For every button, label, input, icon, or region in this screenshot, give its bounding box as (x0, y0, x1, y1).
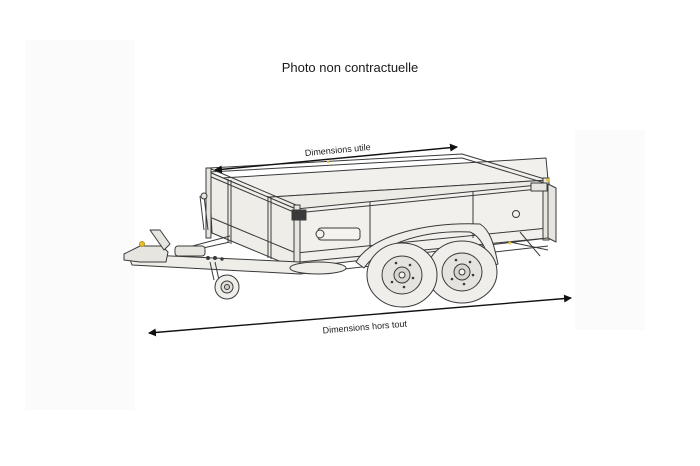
dimension-hors-tout-label: Dimensions hors tout (322, 319, 408, 336)
watermark-block (25, 40, 135, 410)
dimension-hors-tout: Dimensions hors tout (148, 294, 572, 337)
dimension-utile-arrow (214, 143, 458, 174)
coupling-head (123, 245, 169, 263)
watermark-block (575, 130, 645, 330)
dimension-hors-tout-arrow (148, 294, 572, 337)
trailer-drawing (123, 153, 557, 308)
disclaimer-caption: Photo non contractuelle (281, 60, 419, 75)
